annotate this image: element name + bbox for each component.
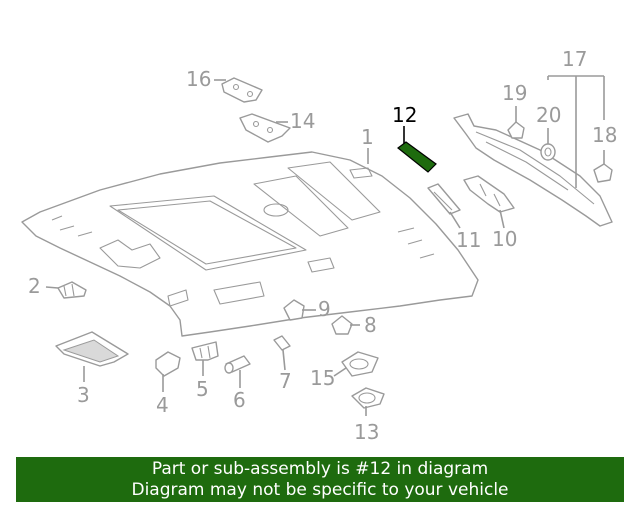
part-3-pad[interactable] bbox=[55, 331, 129, 367]
callout-20: 20 bbox=[536, 103, 561, 127]
callout-12-highlighted: 12 bbox=[392, 103, 417, 127]
parts-diagram: 1 2 3 4 5 6 7 8 9 10 11 12 13 14 15 16 1… bbox=[21, 47, 617, 444]
callout-17: 17 bbox=[562, 47, 587, 71]
callout-10: 10 bbox=[492, 227, 517, 251]
callout-8: 8 bbox=[364, 313, 377, 337]
part-15-bezel[interactable] bbox=[341, 351, 379, 377]
callout-16: 16 bbox=[186, 67, 211, 91]
part-8-clip[interactable] bbox=[331, 315, 353, 335]
callout-15: 15 bbox=[310, 366, 335, 390]
callout-18: 18 bbox=[592, 123, 617, 147]
callout-2: 2 bbox=[28, 274, 41, 298]
callout-1: 1 bbox=[361, 125, 374, 149]
part-11-strip[interactable] bbox=[427, 183, 461, 215]
part-18-fastener[interactable] bbox=[593, 163, 613, 183]
part-17-rail[interactable] bbox=[453, 113, 613, 227]
part-2-clip[interactable] bbox=[57, 281, 87, 299]
callout-19: 19 bbox=[502, 81, 527, 105]
info-banner: Part or sub-assembly is #12 in diagram D… bbox=[16, 457, 624, 502]
callout-11: 11 bbox=[456, 228, 481, 252]
part-6-cylinder[interactable] bbox=[224, 355, 251, 374]
part-1-headliner[interactable] bbox=[21, 151, 479, 337]
banner-line-1: Part or sub-assembly is #12 in diagram bbox=[151, 459, 489, 479]
callout-5: 5 bbox=[196, 377, 209, 401]
callout-14: 14 bbox=[290, 109, 315, 133]
callout-3: 3 bbox=[77, 383, 90, 407]
part-9-clip[interactable] bbox=[283, 299, 305, 321]
callout-13: 13 bbox=[354, 420, 379, 444]
callout-7: 7 bbox=[279, 369, 292, 393]
part-16-plate[interactable] bbox=[221, 77, 263, 103]
part-10-bracket[interactable] bbox=[463, 175, 515, 213]
part-20-grommet[interactable] bbox=[540, 143, 556, 161]
part-5-retainer[interactable] bbox=[191, 341, 219, 361]
part-19-fastener[interactable] bbox=[507, 121, 525, 139]
leader-lines bbox=[45, 75, 605, 416]
part-4-bracket[interactable] bbox=[155, 351, 181, 377]
part-12-highlighted[interactable] bbox=[397, 141, 437, 173]
part-13-bezel[interactable] bbox=[351, 387, 385, 409]
part-14-plate[interactable] bbox=[239, 113, 291, 143]
callout-4: 4 bbox=[156, 393, 169, 417]
part-7-clip[interactable] bbox=[273, 335, 291, 351]
callout-6: 6 bbox=[233, 388, 246, 412]
callout-9: 9 bbox=[318, 297, 331, 321]
banner-line-2: Diagram may not be specific to your vehi… bbox=[131, 480, 509, 500]
